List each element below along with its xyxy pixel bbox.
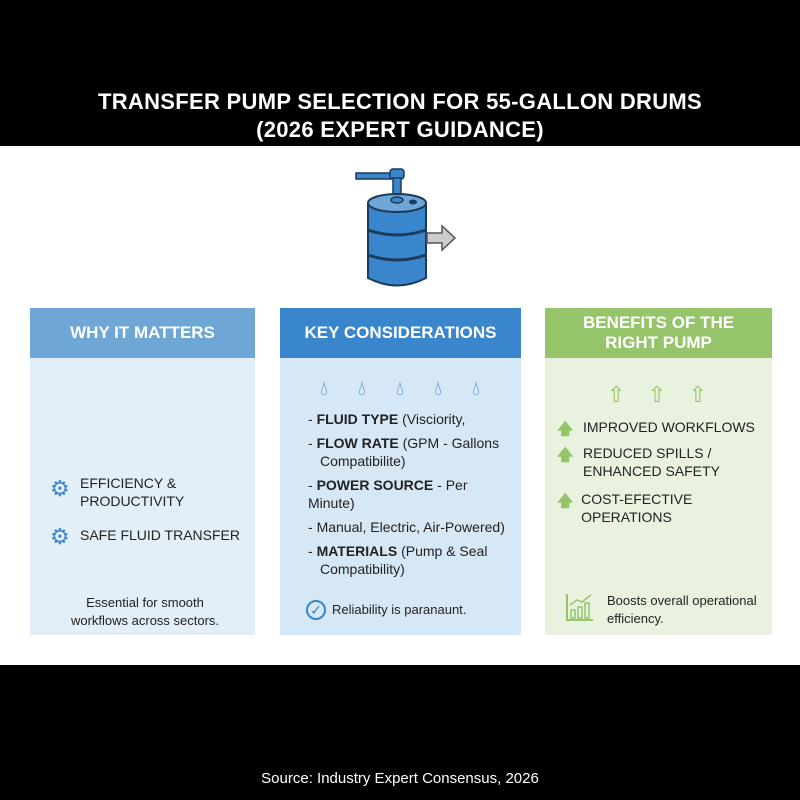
benefits-card: BENEFITS OF THE RIGHT PUMP ⇧ ⇧ ⇧ 🡅︎IMPROVE… bbox=[545, 308, 772, 635]
droplet-icon: 💧︎ bbox=[472, 378, 480, 400]
list-item: 🡅︎COST-EFECTIVE OPERATIONS bbox=[557, 491, 693, 525]
list-item: - FLOW RATE (GPM - Gallons Compatibilite… bbox=[308, 435, 500, 469]
list-item: - POWER SOURCE - Per Minute) bbox=[308, 477, 468, 511]
key-considerations-card: KEY CONSIDERATIONS 💧︎ 💧︎ 💧︎ 💧︎ 💧︎ - FLUID TY… bbox=[280, 308, 521, 635]
list-item: ⚙ EFFICIENCY & PRODUCTIVITY bbox=[50, 475, 185, 509]
droplet-icon: 💧︎ bbox=[358, 378, 366, 400]
arrow-up-icon: 🡅︎ bbox=[557, 447, 574, 464]
note: Boosts overall operational efficiency. bbox=[565, 592, 757, 628]
drum-pump-icon bbox=[355, 168, 457, 287]
checkmark-icon: ✓ bbox=[306, 600, 326, 620]
arrow-up-icon: 🡅︎ bbox=[557, 493, 574, 510]
list-item: - FLUID TYPE (Visciority, bbox=[308, 411, 466, 427]
droplet-icon: 💧︎ bbox=[434, 378, 442, 400]
why-it-matters-card: WHY IT MATTERS ⚙ EFFICIENCY & PRODUCTIVI… bbox=[30, 308, 255, 635]
list-item: - MATERIALS (Pump & Seal Compatibility) bbox=[308, 543, 488, 577]
gear-icon: ⚙ bbox=[50, 524, 70, 549]
outline-arrow-up-icon: ⇧ bbox=[688, 382, 707, 407]
card-header: KEY CONSIDERATIONS bbox=[280, 308, 521, 358]
source-caption: Source: Industry Expert Consensus, 2026 bbox=[261, 770, 539, 787]
droplet-icon: 💧︎ bbox=[320, 378, 328, 400]
outline-arrow-up-icon: ⇧ bbox=[607, 382, 626, 407]
card-header: WHY IT MATTERS bbox=[30, 308, 255, 358]
page-title: TRANSFER PUMP SELECTION FOR 55-GALLON DR… bbox=[97, 89, 703, 142]
note: Essential for smooth workflows across se… bbox=[70, 595, 220, 628]
list-item: 🡅︎REDUCED SPILLS / ENHANCED SAFETY bbox=[557, 445, 720, 479]
list-item: 🡅︎IMPROVED WORKFLOWS bbox=[557, 418, 755, 445]
card-header: BENEFITS OF THE RIGHT PUMP bbox=[545, 308, 772, 358]
list-item: ⚙ SAFE FLUID TRANSFER bbox=[50, 524, 240, 549]
gear-icon: ⚙ bbox=[50, 476, 70, 501]
droplet-icon: 💧︎ bbox=[396, 378, 404, 400]
note: ✓ Reliability is paranaunt. bbox=[306, 600, 466, 620]
outline-arrow-up-icon: ⇧ bbox=[647, 382, 667, 407]
arrow-up-icon: 🡅︎ bbox=[557, 421, 574, 438]
list-item: - Manual, Electric, Air-Powered) bbox=[308, 519, 505, 535]
growth-chart-icon bbox=[566, 594, 593, 621]
